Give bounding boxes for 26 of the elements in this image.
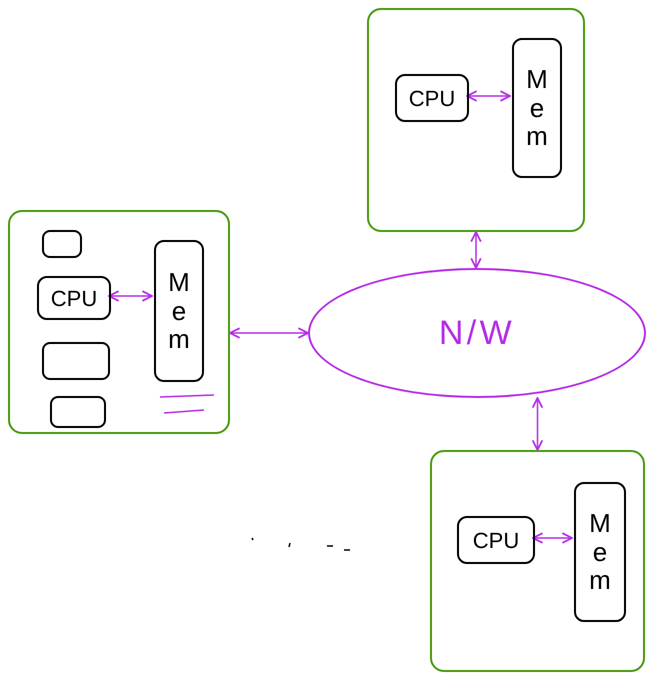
node-label: CPU [408, 84, 456, 112]
cpu-box [457, 516, 535, 564]
node-label: Mem [167, 268, 191, 354]
machine-box [8, 210, 230, 434]
double-arrow [229, 327, 309, 339]
network-cloud [308, 268, 646, 398]
machine-box [430, 450, 645, 672]
machine-box [367, 8, 585, 232]
node-label: N/W [438, 312, 516, 354]
memory-box [574, 482, 626, 622]
memory-box [512, 38, 562, 178]
memory-box [154, 240, 204, 382]
double-arrow [466, 90, 511, 102]
node-label: Mem [588, 509, 612, 595]
node-label: CPU [472, 526, 520, 554]
cpu-box [37, 276, 111, 320]
double-arrow [532, 397, 544, 451]
node-label: Mem [525, 65, 549, 151]
node-label: CPU [50, 284, 98, 312]
double-arrow [532, 532, 573, 544]
empty-box [50, 396, 106, 428]
double-arrow [108, 290, 153, 302]
empty-box [42, 230, 82, 258]
double-arrow [470, 231, 482, 269]
empty-box [42, 342, 110, 380]
cpu-box [395, 74, 469, 122]
